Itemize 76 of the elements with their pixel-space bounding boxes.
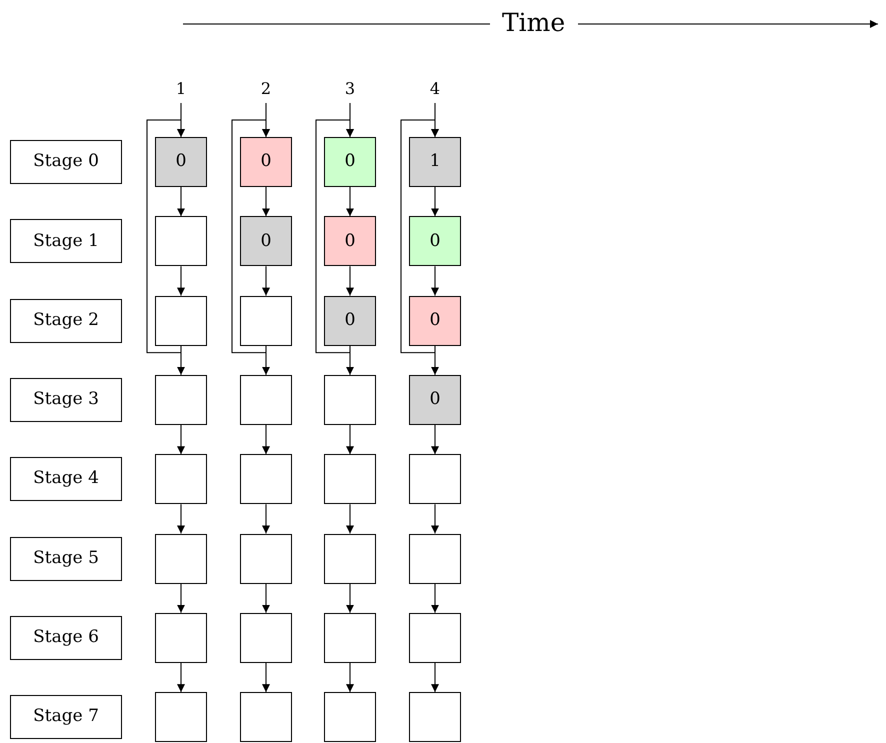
pipeline-cell: 0: [155, 137, 207, 187]
arrow: [177, 345, 185, 376]
pipeline-cell: [324, 454, 376, 504]
arrow: [262, 504, 270, 534]
arrow: [431, 266, 439, 296]
arrow: [262, 583, 270, 614]
pipeline-cell: [240, 296, 292, 346]
arrow: [346, 504, 354, 534]
pipeline-cell: [324, 612, 376, 663]
arrow: [346, 662, 354, 693]
stage-box: Stage 0: [10, 140, 122, 184]
stage-box: Stage 2: [10, 298, 122, 343]
pipeline-cell: [409, 612, 461, 663]
arrow: [346, 266, 354, 296]
pipeline-cell: [409, 534, 461, 584]
pipeline-cell: [155, 216, 207, 266]
arrow: [262, 424, 270, 455]
pipeline-cell: [155, 454, 207, 504]
column-number: 4: [430, 79, 440, 99]
arrow: [262, 345, 270, 376]
pipeline-cell: [324, 534, 376, 584]
pipeline-cell: [324, 692, 376, 742]
pipeline-cell: [240, 534, 292, 584]
pipeline-cell: [240, 454, 292, 504]
stage-box: Stage 5: [10, 536, 122, 580]
column-number: 1: [176, 79, 186, 99]
stage-box: Stage 1: [10, 219, 122, 264]
arrow: [431, 504, 439, 534]
pipeline-cell: [155, 534, 207, 584]
pipeline-cell: [240, 612, 292, 663]
pipeline-cell: [155, 374, 207, 425]
arrow: [431, 424, 439, 455]
arrow: [177, 662, 185, 693]
arrow: [177, 266, 185, 296]
arrow: [431, 186, 439, 217]
arrow: [262, 186, 270, 217]
pipeline-cell: [324, 374, 376, 425]
arrow: [346, 345, 354, 376]
arrow: [262, 662, 270, 693]
arrow: [346, 186, 354, 217]
pipeline-cell: [409, 454, 461, 504]
arrow: [146, 120, 185, 354]
arrow: [177, 504, 185, 534]
pipeline-cell: [155, 612, 207, 663]
arrow: [400, 120, 439, 354]
pipeline-cell: 0: [324, 216, 376, 266]
arrow: [177, 583, 185, 614]
pipeline-cell: 0: [324, 296, 376, 346]
pipeline-cell: 0: [240, 216, 292, 266]
pipeline-cell: [155, 296, 207, 346]
stage-box: Stage 6: [10, 616, 122, 660]
pipeline-cell: [409, 692, 461, 742]
stage-box: Stage 3: [10, 378, 122, 422]
arrow: [177, 186, 185, 217]
pipeline-cell: 0: [409, 296, 461, 346]
pipeline-cell: [240, 374, 292, 425]
arrow: [346, 424, 354, 455]
pipeline-cell: [155, 692, 207, 742]
arrow: [232, 120, 270, 354]
stage-box: Stage 4: [10, 457, 122, 502]
pipeline-cell: 0: [409, 216, 461, 266]
stage-box: Stage 7: [10, 695, 122, 740]
arrow: [431, 583, 439, 614]
pipeline-cell: [240, 692, 292, 742]
arrow: [431, 345, 439, 376]
arrow: [316, 120, 354, 354]
pipeline-cell: 0: [409, 374, 461, 425]
arrow: [177, 424, 185, 455]
pipeline-cell: 0: [240, 137, 292, 187]
arrow: [262, 266, 270, 296]
arrow: [346, 583, 354, 614]
column-number: 2: [260, 79, 272, 99]
pipeline-cell: 0: [324, 137, 376, 187]
arrow: [431, 662, 439, 693]
pipeline-cell: 1: [409, 137, 461, 187]
column-number: 3: [344, 79, 356, 99]
